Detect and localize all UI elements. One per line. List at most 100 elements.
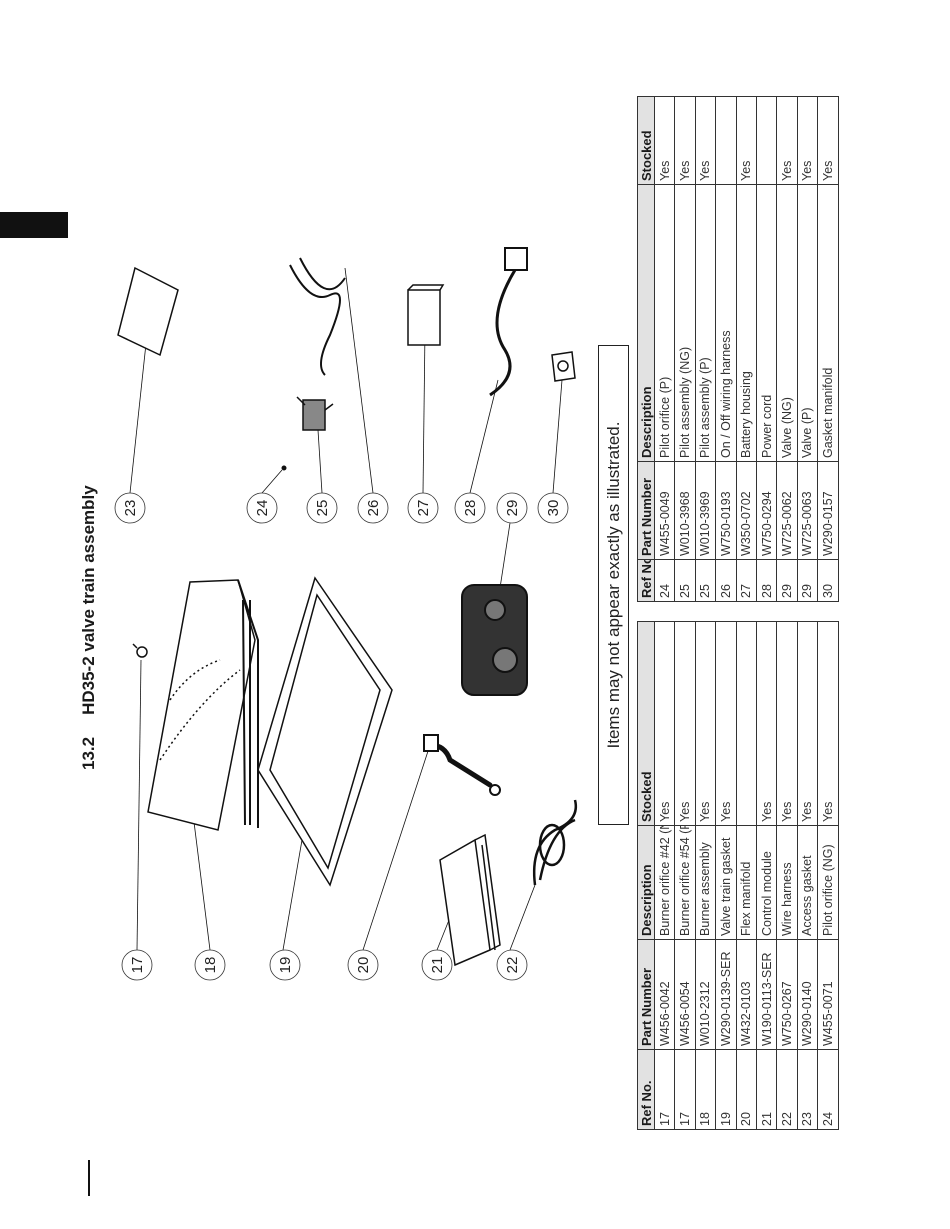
callout-20: 20 xyxy=(347,949,379,981)
svg-text:22: 22 xyxy=(504,957,521,974)
cell-stocked: Yes xyxy=(756,621,777,826)
cell-part-number: W010-3969 xyxy=(695,461,716,560)
section-number: 13.2 xyxy=(79,736,98,770)
cell-part-number: W455-0049 xyxy=(654,461,675,560)
svg-text:17: 17 xyxy=(129,957,146,974)
cell-ref-no: 22 xyxy=(776,1049,798,1130)
cell-stocked: Yes xyxy=(695,96,716,185)
table-header-row: Ref No. Part Number Description Stocked xyxy=(637,621,655,1130)
cell-ref-no: 24 xyxy=(817,1049,839,1130)
cell-stocked: Yes xyxy=(674,621,696,826)
callout-26: 26 xyxy=(357,492,389,524)
chapter-tab-marker xyxy=(0,212,68,238)
cell-stocked: Yes xyxy=(654,621,675,826)
svg-text:26: 26 xyxy=(365,500,382,517)
illustration-note: Items may not appear exactly as illustra… xyxy=(598,345,629,825)
svg-text:25: 25 xyxy=(314,500,331,517)
cell-description: Power cord xyxy=(756,184,777,462)
gasket-manifold-part xyxy=(551,351,576,382)
cell-part-number: W290-0140 xyxy=(797,939,818,1050)
cell-description: Pilot assembly (NG) xyxy=(674,184,696,462)
cell-part-number: W455-0071 xyxy=(817,939,839,1050)
cell-part-number: W010-2312 xyxy=(695,939,716,1050)
svg-text:20: 20 xyxy=(355,957,372,974)
cell-ref-no: 25 xyxy=(674,559,696,602)
table-header-row: Ref No. Part Number Description Stocked xyxy=(637,96,655,602)
cell-part-number: W456-0054 xyxy=(674,939,696,1050)
callout-19: 19 xyxy=(269,949,301,981)
callout-29: 29 xyxy=(496,492,528,524)
cell-ref-no: 25 xyxy=(695,559,716,602)
cell-ref-no: 28 xyxy=(756,559,777,602)
cell-part-number: W190-0113-SER xyxy=(756,939,777,1050)
cell-description: Pilot orifice (P) xyxy=(654,184,675,462)
valve-part xyxy=(461,584,528,696)
callout-28: 28 xyxy=(454,492,486,524)
svg-text:27: 27 xyxy=(415,500,432,517)
cell-part-number: W290-0139-SER xyxy=(715,939,737,1050)
cell-part-number: W725-0062 xyxy=(776,461,798,560)
burner-assembly-part xyxy=(147,579,259,831)
cell-stocked: Yes xyxy=(776,621,798,826)
cell-ref-no: 26 xyxy=(715,559,737,602)
cell-ref-no: 23 xyxy=(797,1049,818,1130)
cell-description: Control module xyxy=(756,825,777,940)
cell-stocked: Yes xyxy=(654,96,675,185)
cell-description: Access gasket xyxy=(797,825,818,940)
wire-harness-part xyxy=(533,799,578,886)
svg-text:18: 18 xyxy=(202,957,219,974)
pilot-orifice-part xyxy=(281,465,287,471)
cell-part-number: W350-0702 xyxy=(736,461,757,560)
cell-description: Valve (NG) xyxy=(776,184,798,462)
cell-description: Pilot orifice (NG) xyxy=(817,825,839,940)
cell-description: Flex manifold xyxy=(736,825,757,940)
cell-part-number: W725-0063 xyxy=(797,461,818,560)
cell-ref-no: 27 xyxy=(736,559,757,602)
header-description: Description xyxy=(637,184,655,462)
header-description: Description xyxy=(637,825,655,940)
cell-part-number: W290-0157 xyxy=(817,461,839,560)
cell-description: Valve train gasket xyxy=(715,825,737,940)
cell-description: On / Off wiring harness xyxy=(715,184,737,462)
parts-table-left: Ref No. Part Number Description Stocked … xyxy=(637,621,839,1130)
valve-train-gasket-part xyxy=(257,576,393,887)
header-part-number: Part Number xyxy=(637,939,655,1050)
cell-ref-no: 21 xyxy=(756,1049,777,1130)
callout-27: 27 xyxy=(407,492,439,524)
cell-stocked: Yes xyxy=(817,621,839,826)
wiring-harness-part xyxy=(289,257,346,376)
callout-24: 24 xyxy=(246,492,278,524)
header-ref-no: Ref No. xyxy=(637,559,655,602)
callout-22: 22 xyxy=(496,949,528,981)
cell-description: Wire harness xyxy=(776,825,798,940)
callout-25: 25 xyxy=(306,492,338,524)
cell-description: Gasket manifold xyxy=(817,184,839,462)
cell-ref-no: 19 xyxy=(715,1049,737,1130)
callout-23: 23 xyxy=(114,492,146,524)
section-title: 13.2 HD35-2 valve train assembly xyxy=(79,485,99,770)
cell-ref-no: 29 xyxy=(797,559,818,602)
access-plate-part xyxy=(117,266,179,357)
flex-manifold-part xyxy=(423,734,501,796)
callout-30: 30 xyxy=(537,492,569,524)
cell-part-number: W432-0103 xyxy=(736,939,757,1050)
header-stocked: Stocked xyxy=(637,96,655,185)
section-heading: HD35-2 valve train assembly xyxy=(79,485,98,715)
cell-description: Burner orifice #42 (NG) xyxy=(654,825,675,940)
callout-21: 21 xyxy=(421,949,453,981)
svg-text:19: 19 xyxy=(277,957,294,974)
cell-ref-no: 17 xyxy=(674,1049,696,1130)
cell-stocked: Yes xyxy=(817,96,839,185)
cell-stocked xyxy=(756,96,777,185)
cell-ref-no: 30 xyxy=(817,559,839,602)
